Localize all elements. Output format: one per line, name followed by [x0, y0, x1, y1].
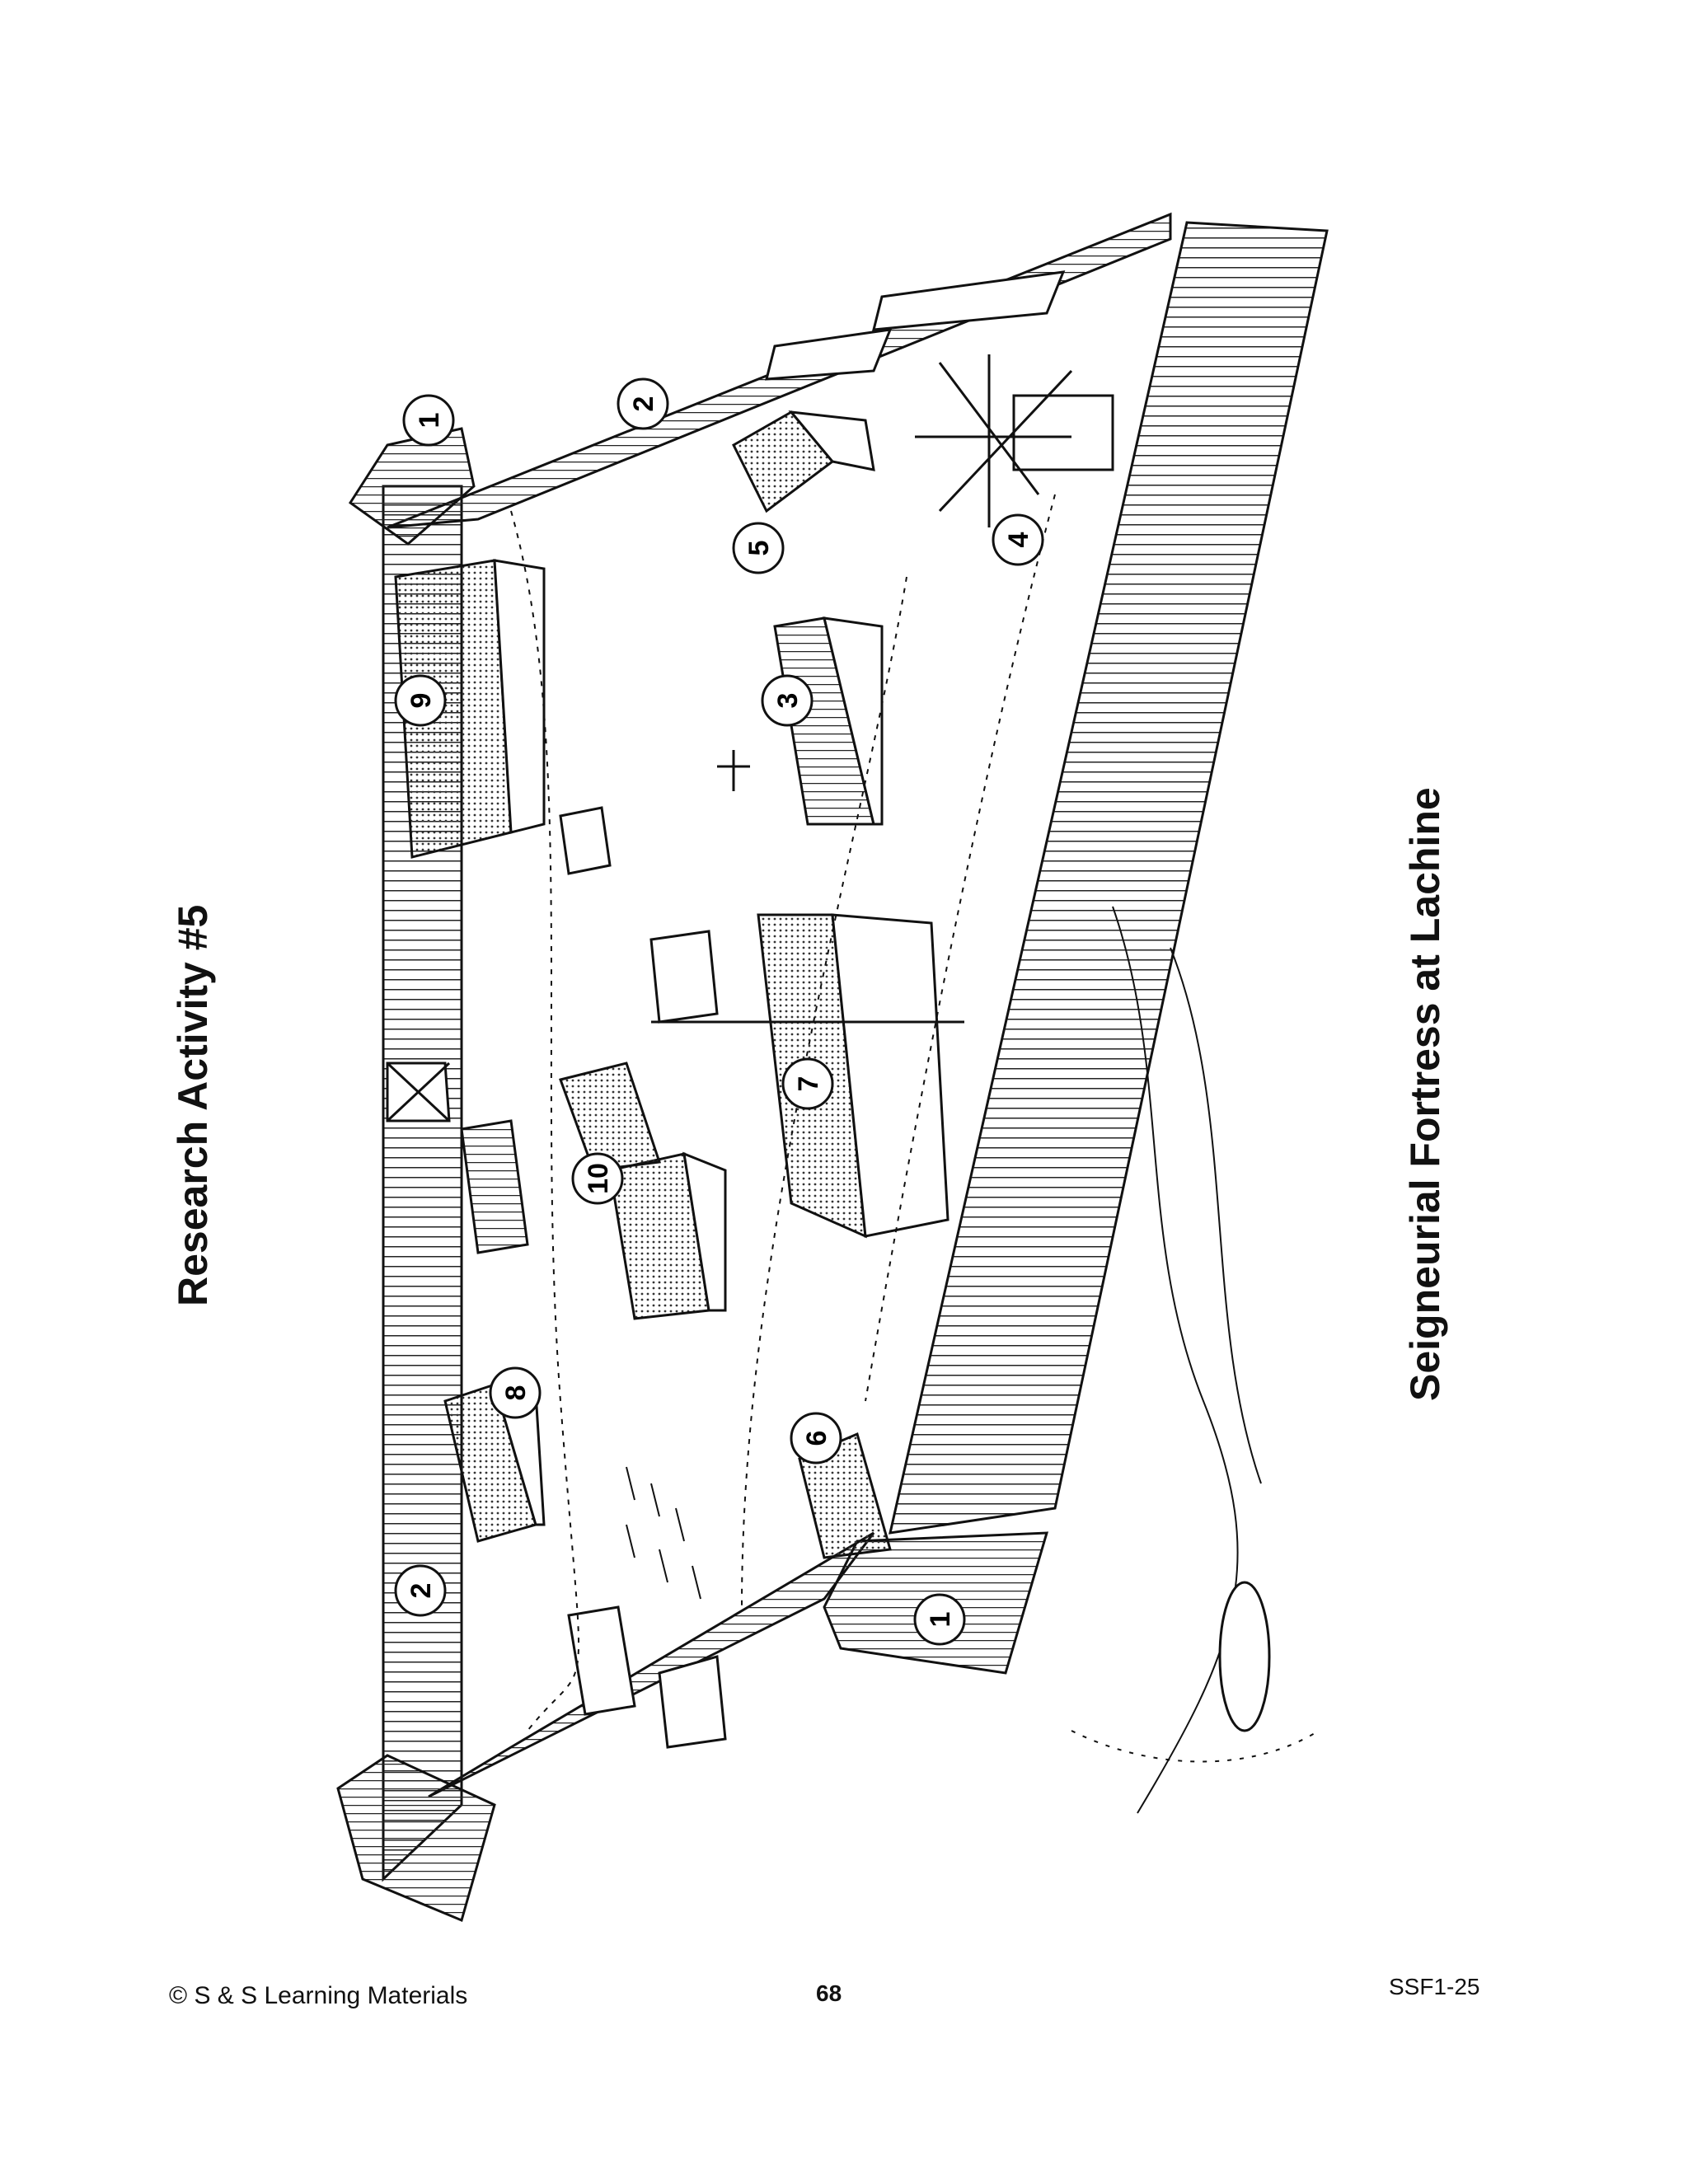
- product-code: SSF1-25: [1389, 1974, 1480, 1999]
- label-6: 6: [790, 1412, 842, 1465]
- label-5: 5: [732, 522, 785, 574]
- label-7: 7: [781, 1057, 834, 1110]
- label-2-bottom: 2: [394, 1564, 447, 1617]
- windmill: [915, 354, 1114, 527]
- label-4: 4: [992, 513, 1044, 566]
- building-labels: 1 2 5 4 9 3 7 10 8 6 2 1: [394, 377, 1044, 1646]
- copyright-footer: © S & S Learning Materials: [169, 1982, 468, 2009]
- bastion-bottom-left: [336, 1754, 496, 1923]
- building-5: [732, 410, 875, 513]
- buildings: [394, 354, 1114, 1749]
- small-houses: [460, 806, 612, 1254]
- label-1-top: 1: [402, 394, 455, 447]
- svg-text:7: 7: [793, 1076, 824, 1092]
- label-10: 10: [571, 1152, 624, 1205]
- svg-text:5: 5: [743, 541, 775, 556]
- bastion-top: [348, 427, 476, 546]
- svg-text:6: 6: [801, 1431, 832, 1446]
- svg-text:1: 1: [414, 413, 445, 429]
- people-group: [626, 1466, 701, 1600]
- gates: [765, 270, 1066, 381]
- canoe: [1218, 1581, 1271, 1732]
- shoreline: [1071, 906, 1320, 1814]
- building-8: [443, 1383, 546, 1543]
- svg-text:1: 1: [925, 1612, 956, 1628]
- page-number: 68: [816, 1980, 842, 2006]
- svg-text:4: 4: [1003, 532, 1034, 547]
- svg-text:10: 10: [583, 1163, 614, 1194]
- svg-text:2: 2: [406, 1583, 437, 1599]
- building-9: [394, 559, 546, 859]
- flag: [649, 930, 719, 1024]
- svg-text:8: 8: [500, 1385, 532, 1401]
- label-8: 8: [489, 1366, 542, 1419]
- paths: [510, 494, 1056, 1732]
- wall-right: [889, 221, 1329, 1535]
- label-1-bottom: 1: [913, 1593, 966, 1646]
- svg-text:9: 9: [406, 693, 437, 709]
- wall-bottom: [428, 1531, 875, 1798]
- label-9: 9: [394, 674, 447, 727]
- label-3: 3: [761, 674, 814, 727]
- svg-text:2: 2: [628, 396, 659, 412]
- label-2-top: 2: [617, 377, 669, 430]
- building-10: [559, 1062, 727, 1320]
- illustration-caption: Seigneurial Fortress at Lachine: [1402, 787, 1448, 1401]
- svg-text:3: 3: [772, 693, 804, 709]
- houses-bottom: [567, 1605, 727, 1749]
